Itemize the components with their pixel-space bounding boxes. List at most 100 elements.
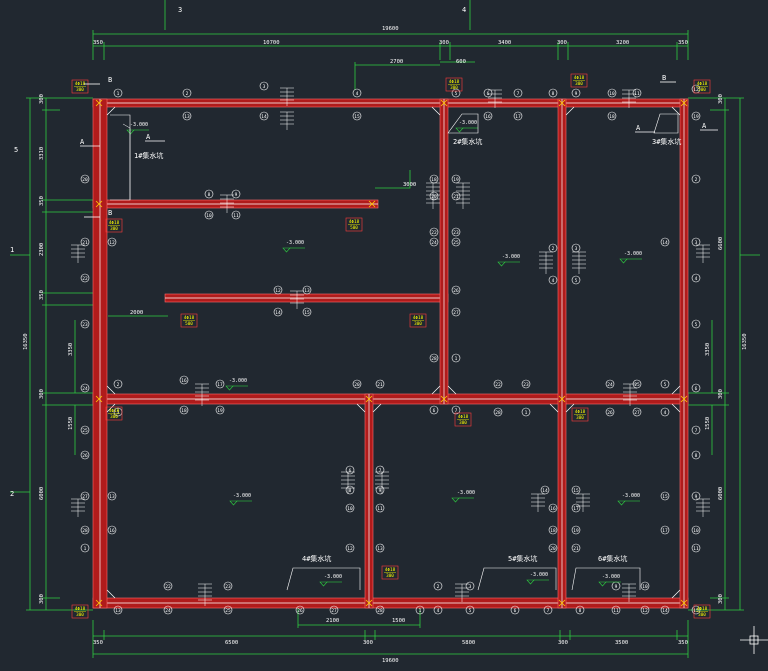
rebar-callout[interactable]: 24 bbox=[429, 237, 439, 247]
rebar-callout[interactable]: 5 bbox=[451, 88, 461, 98]
rebar-callout[interactable]: 7 bbox=[691, 425, 701, 435]
rebar-callout[interactable]: 5 bbox=[571, 275, 581, 285]
rebar-callout[interactable]: 1 bbox=[451, 353, 461, 363]
rebar-callout[interactable]: 22 bbox=[429, 227, 439, 237]
rebar-callout[interactable]: 10 bbox=[345, 503, 355, 513]
rebar-callout[interactable]: 2 bbox=[182, 88, 192, 98]
rebar-callout[interactable]: 23 bbox=[451, 227, 461, 237]
rebar-callout[interactable]: 13 bbox=[107, 491, 117, 501]
rebar-callout[interactable]: 20 bbox=[80, 174, 90, 184]
rebar-callout[interactable]: 21 bbox=[571, 543, 581, 553]
rebar-callout[interactable]: 15 bbox=[660, 491, 670, 501]
rebar-callout[interactable]: 17 bbox=[215, 379, 225, 389]
rebar-callout[interactable]: 1 bbox=[80, 543, 90, 553]
rebar-callout[interactable]: 26 bbox=[451, 285, 461, 295]
rebar-callout[interactable]: 18 bbox=[607, 111, 617, 121]
rebar-callout[interactable]: 10 bbox=[607, 88, 617, 98]
rebar-callout[interactable]: 11 bbox=[632, 88, 642, 98]
rebar-callout[interactable]: 6 bbox=[345, 465, 355, 475]
rebar-callout[interactable]: 21 bbox=[375, 379, 385, 389]
rebar-callout[interactable]: 4 bbox=[548, 275, 558, 285]
rebar-callout[interactable]: 8 bbox=[691, 450, 701, 460]
rebar-callout[interactable]: 15 bbox=[352, 111, 362, 121]
rebar-callout[interactable]: 23 bbox=[80, 319, 90, 329]
rebar-callout[interactable]: 1 bbox=[113, 88, 123, 98]
rebar-callout[interactable]: 7 bbox=[375, 465, 385, 475]
rebar-callout[interactable]: 20 bbox=[548, 543, 558, 553]
rebar-callout[interactable]: 6 bbox=[510, 605, 520, 615]
rebar-callout[interactable]: 26 bbox=[605, 407, 615, 417]
rebar-callout[interactable]: 2 bbox=[113, 379, 123, 389]
rebar-callout[interactable]: 25 bbox=[223, 605, 233, 615]
rebar-callout[interactable]: 16 bbox=[483, 111, 493, 121]
rebar-callout[interactable]: 25 bbox=[451, 237, 461, 247]
rebar-callout[interactable]: 13 bbox=[113, 605, 123, 615]
rebar-callout[interactable]: 11 bbox=[231, 210, 241, 220]
rebar-callout[interactable]: 7 bbox=[543, 605, 553, 615]
rebar-callout[interactable]: 4 bbox=[660, 407, 670, 417]
rebar-callout[interactable]: 14 bbox=[259, 111, 269, 121]
rebar-callout[interactable]: 21 bbox=[451, 191, 461, 201]
rebar-callout[interactable]: 12 bbox=[640, 605, 650, 615]
rebar-callout[interactable]: 27 bbox=[329, 605, 339, 615]
rebar-callout[interactable]: 2 bbox=[433, 581, 443, 591]
rebar-callout[interactable]: 3 bbox=[465, 581, 475, 591]
rebar-callout[interactable]: 17 bbox=[513, 111, 523, 121]
rebar-callout[interactable]: 26 bbox=[295, 605, 305, 615]
rebar-callout[interactable]: 22 bbox=[493, 379, 503, 389]
rebar-callout[interactable]: 27 bbox=[80, 491, 90, 501]
rebar-callout[interactable]: 21 bbox=[80, 237, 90, 247]
rebar-callout[interactable]: 3 bbox=[259, 81, 269, 91]
rebar-callout[interactable]: 5 bbox=[691, 319, 701, 329]
rebar-callout[interactable]: 19 bbox=[691, 111, 701, 121]
rebar-callout[interactable]: 4 bbox=[691, 273, 701, 283]
rebar-callout[interactable]: 13 bbox=[302, 285, 312, 295]
rebar-callout[interactable]: 3 bbox=[691, 237, 701, 247]
rebar-callout[interactable]: 19 bbox=[571, 525, 581, 535]
rebar-callout[interactable]: 25 bbox=[80, 425, 90, 435]
rebar-callout[interactable]: 9 bbox=[691, 491, 701, 501]
rebar-callout[interactable]: 1 bbox=[521, 407, 531, 417]
rebar-callout[interactable]: 17 bbox=[660, 525, 670, 535]
rebar-callout[interactable]: 5 bbox=[465, 605, 475, 615]
rebar-callout[interactable]: 8 bbox=[204, 189, 214, 199]
rebar-callout[interactable]: 2 bbox=[691, 174, 701, 184]
rebar-callout[interactable]: 23 bbox=[521, 379, 531, 389]
rebar-callout[interactable]: 12 bbox=[107, 237, 117, 247]
rebar-callout[interactable]: 15 bbox=[691, 605, 701, 615]
rebar-callout[interactable]: 13 bbox=[182, 111, 192, 121]
rebar-callout[interactable]: 24 bbox=[80, 383, 90, 393]
rebar-callout[interactable]: 14 bbox=[660, 605, 670, 615]
rebar-callout[interactable]: 22 bbox=[163, 581, 173, 591]
rebar-callout[interactable]: 24 bbox=[605, 379, 615, 389]
rebar-callout[interactable]: 19 bbox=[215, 405, 225, 415]
rebar-callout[interactable]: 15 bbox=[302, 307, 312, 317]
rebar-callout[interactable]: 26 bbox=[80, 450, 90, 460]
rebar-callout[interactable]: 27 bbox=[632, 407, 642, 417]
rebar-callout[interactable]: 8 bbox=[548, 88, 558, 98]
rebar-callout[interactable]: 11 bbox=[375, 503, 385, 513]
rebar-callout[interactable]: 10 bbox=[691, 525, 701, 535]
rebar-callout[interactable]: 14 bbox=[273, 307, 283, 317]
rebar-callout[interactable]: 9 bbox=[375, 485, 385, 495]
rebar-callout[interactable]: 28 bbox=[80, 525, 90, 535]
rebar-callout[interactable]: 11 bbox=[611, 605, 621, 615]
rebar-callout[interactable]: 20 bbox=[429, 191, 439, 201]
rebar-callout[interactable]: 16 bbox=[107, 525, 117, 535]
rebar-callout[interactable]: 27 bbox=[451, 307, 461, 317]
rebar-callout[interactable]: 7 bbox=[451, 405, 461, 415]
rebar-callout[interactable]: 13 bbox=[375, 543, 385, 553]
rebar-callout[interactable]: 10 bbox=[204, 210, 214, 220]
